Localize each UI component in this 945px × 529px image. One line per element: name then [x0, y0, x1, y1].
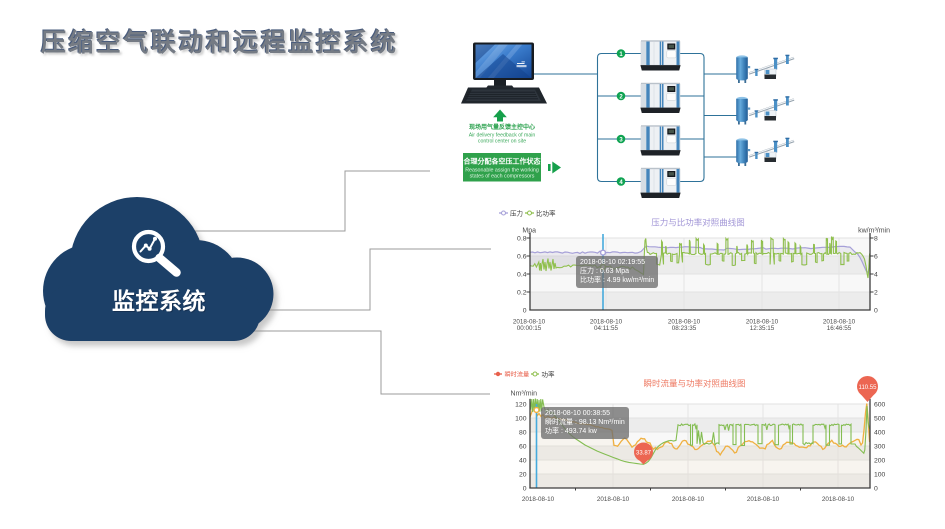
- svg-text:500: 500: [874, 415, 886, 422]
- svg-text:04:11:55: 04:11:55: [594, 325, 619, 332]
- svg-text:Nm³/min: Nm³/min: [511, 391, 538, 398]
- svg-text:1: 1: [619, 52, 623, 58]
- svg-text:80: 80: [519, 429, 527, 436]
- svg-text:功率: 功率: [542, 370, 556, 379]
- svg-text:300: 300: [874, 443, 886, 450]
- svg-text:400: 400: [874, 429, 886, 436]
- svg-text:监控系统: 监控系统: [112, 288, 206, 314]
- svg-text:2: 2: [619, 95, 623, 101]
- svg-text:2: 2: [874, 289, 878, 296]
- svg-text:110.55: 110.55: [859, 385, 878, 391]
- svg-text:2018-08-10: 2018-08-10: [668, 319, 701, 326]
- svg-text:2018-08-10: 2018-08-10: [747, 496, 780, 503]
- svg-text:6: 6: [874, 253, 878, 260]
- svg-text:0.8: 0.8: [517, 235, 527, 242]
- svg-text:现场用气量反馈主控中心: 现场用气量反馈主控中心: [469, 123, 535, 131]
- svg-text:600: 600: [874, 401, 886, 408]
- svg-text:0: 0: [874, 485, 878, 492]
- svg-text:压力与比功率对照曲线图: 压力与比功率对照曲线图: [651, 218, 745, 228]
- svg-text:瞬时流量与功率对照曲线图: 瞬时流量与功率对照曲线图: [643, 379, 745, 389]
- svg-text:100: 100: [515, 415, 527, 422]
- svg-text:0: 0: [523, 307, 527, 314]
- svg-text:压力: 压力: [510, 209, 523, 218]
- svg-text:4: 4: [619, 180, 623, 186]
- svg-text:20: 20: [519, 471, 527, 478]
- svg-text:2018-08-10: 2018-08-10: [822, 496, 855, 503]
- svg-text:00:00:15: 00:00:15: [517, 325, 542, 332]
- svg-text:16:46:55: 16:46:55: [827, 325, 852, 332]
- svg-text:Reasonable assign the working: Reasonable assign the working: [465, 168, 539, 174]
- svg-text:60: 60: [519, 443, 527, 450]
- svg-text:120: 120: [515, 401, 527, 408]
- svg-text:2018-08-10: 2018-08-10: [590, 319, 623, 326]
- svg-text:3: 3: [619, 138, 623, 144]
- svg-text:2018-08-10: 2018-08-10: [823, 319, 856, 326]
- svg-text:08:23:35: 08:23:35: [672, 325, 697, 332]
- svg-text:0: 0: [874, 307, 878, 314]
- svg-text:8: 8: [874, 235, 878, 242]
- svg-text:4: 4: [874, 271, 878, 278]
- svg-text:比功率: 比功率: [536, 209, 556, 218]
- svg-text:0.2: 0.2: [517, 289, 527, 296]
- svg-text:control center on site: control center on site: [478, 139, 526, 145]
- svg-text:2018-08-10: 2018-08-10: [597, 496, 630, 503]
- svg-text:监控系统: 监控系统: [113, 289, 207, 315]
- svg-text:100: 100: [874, 471, 886, 478]
- svg-text:0: 0: [523, 485, 527, 492]
- svg-text:2018-08-10: 2018-08-10: [513, 319, 546, 326]
- svg-text:0.6: 0.6: [517, 253, 527, 260]
- svg-text:states of each compressors: states of each compressors: [470, 174, 535, 180]
- svg-text:200: 200: [874, 457, 886, 464]
- svg-text:2018-08-10: 2018-08-10: [672, 496, 705, 503]
- svg-text:12:35:15: 12:35:15: [750, 325, 775, 332]
- svg-text:2018-08-10: 2018-08-10: [522, 496, 555, 503]
- svg-text:40: 40: [519, 457, 527, 464]
- svg-text:2018-08-10: 2018-08-10: [746, 319, 779, 326]
- svg-text:kw/m³/min: kw/m³/min: [858, 228, 890, 235]
- svg-text:0.4: 0.4: [517, 271, 527, 278]
- svg-text:合理分配各空压工作状态: 合理分配各空压工作状态: [463, 157, 541, 166]
- svg-text:Mpa: Mpa: [522, 228, 536, 235]
- svg-text:瞬时流量: 瞬时流量: [505, 371, 530, 379]
- svg-text:33.87: 33.87: [636, 451, 652, 457]
- svg-text:Air delivery feedback of main: Air delivery feedback of main: [469, 133, 536, 139]
